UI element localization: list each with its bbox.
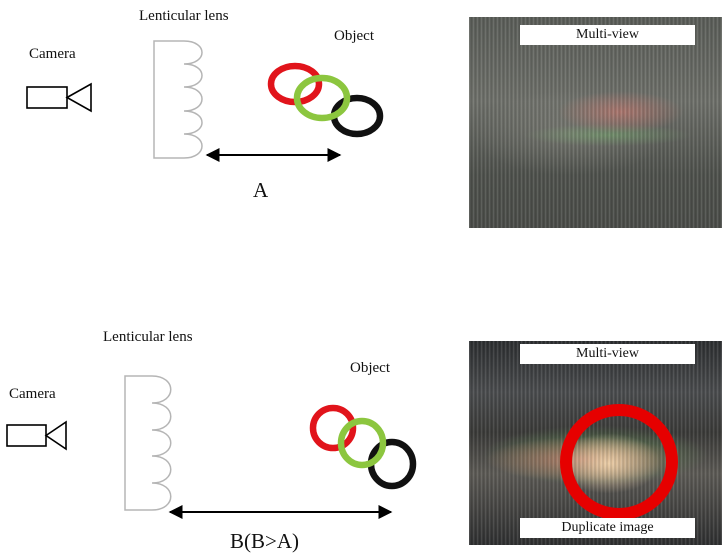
object-label-bottom: Object xyxy=(350,360,390,376)
photo-caption-bottom: Duplicate image xyxy=(520,518,695,538)
multi-view-photo-bottom: Multi-view Duplicate image xyxy=(469,341,722,545)
duplicate-highlight-circle xyxy=(560,404,678,520)
photo-caption-top: Multi-view xyxy=(520,25,695,45)
distance-label-top: A xyxy=(253,178,269,202)
rings-object-icon xyxy=(309,404,417,490)
camera-icon xyxy=(6,420,67,451)
lenticular-lens-icon xyxy=(153,40,203,159)
distance-label-bottom: B(B>A) xyxy=(230,529,300,553)
lenticular-lens-icon xyxy=(124,375,172,511)
object-label-top: Object xyxy=(334,28,374,44)
multi-view-photo-top: Multi-view xyxy=(469,17,722,228)
lens-label-bottom: Lenticular lens xyxy=(103,329,193,345)
photo-caption-top: Multi-view xyxy=(520,344,695,364)
camera-label-top: Camera xyxy=(29,46,76,62)
camera-label-bottom: Camera xyxy=(9,386,56,402)
lens-label-top: Lenticular lens xyxy=(139,8,229,24)
camera-icon xyxy=(26,82,92,113)
rings-object-icon xyxy=(267,62,384,138)
